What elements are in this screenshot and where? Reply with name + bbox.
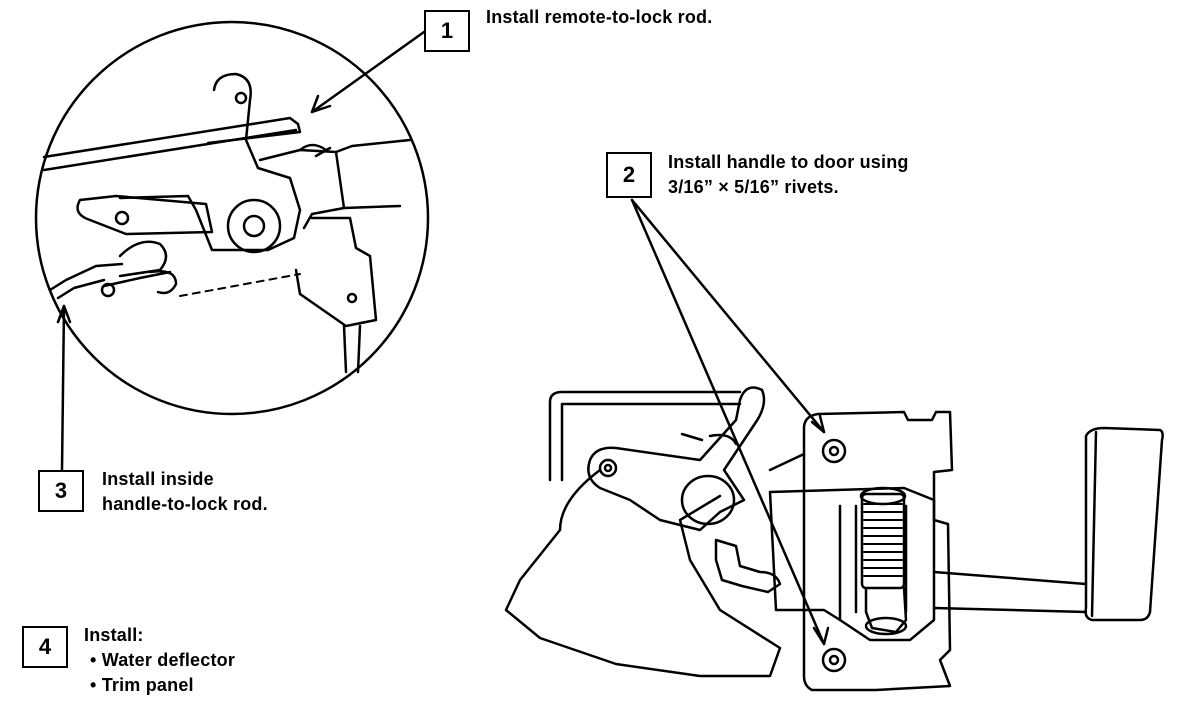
callout-2-line-2: 3/16” × 5/16” rivets. [668, 177, 839, 197]
callout-4-box: 4 [22, 626, 68, 668]
callout-2-caption: Install handle to door using 3/16” × 5/1… [668, 150, 909, 200]
callout-3-line-2: handle-to-lock rod. [102, 494, 268, 514]
callout-4-caption: Install: Water deflector Trim panel [84, 623, 235, 698]
callout-3-caption: Install inside handle-to-lock rod. [102, 467, 268, 517]
callout-1-number: 1 [440, 18, 454, 43]
callout-4-item: Water deflector [90, 648, 235, 673]
callout-1-line-1: Install remote-to-lock rod. [486, 7, 713, 27]
callout-4-item-text: Water deflector [101, 650, 236, 670]
callout-3-line-1: Install inside [102, 469, 214, 489]
detail-magnifier-circle [34, 20, 430, 416]
leader-lines [56, 30, 830, 646]
callout-4-heading: Install: [84, 625, 144, 645]
callout-2-box: 2 [606, 152, 652, 198]
callout-3-number: 3 [54, 478, 68, 503]
callout-1-box: 1 [424, 10, 470, 52]
callout-3-box: 3 [38, 470, 84, 512]
callout-4-list: Water deflector Trim panel [84, 648, 235, 698]
callout-2-number: 2 [622, 162, 636, 187]
callout-4-number: 4 [38, 634, 52, 659]
callout-4-item-text: Trim panel [101, 675, 194, 695]
door-handle-assembly [504, 386, 1164, 692]
callout-2-line-1: Install handle to door using [668, 152, 909, 172]
callout-1-caption: Install remote-to-lock rod. [486, 5, 712, 30]
callout-4-item: Trim panel [90, 673, 235, 698]
